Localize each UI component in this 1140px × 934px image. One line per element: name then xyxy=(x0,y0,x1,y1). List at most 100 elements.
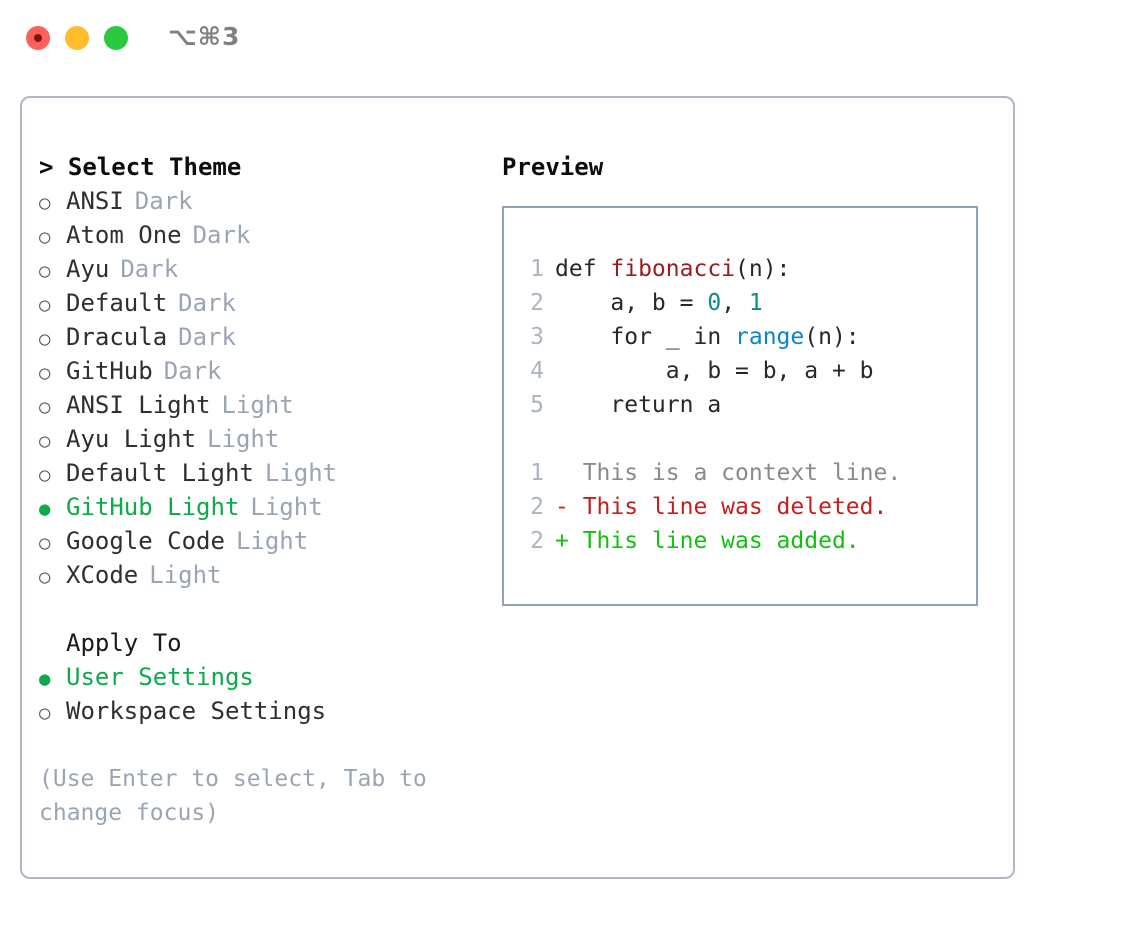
theme-option-label: Ayu Light xyxy=(66,425,197,453)
line-number: 2 xyxy=(530,528,544,554)
zoom-button[interactable] xyxy=(104,26,128,50)
title-bar: ⌥⌘3 xyxy=(0,0,1140,76)
theme-option-label: Google Code xyxy=(66,527,225,555)
code-blank-line xyxy=(516,422,901,456)
keyboard-shortcut-label: ⌥⌘3 xyxy=(168,22,241,51)
minimize-button[interactable] xyxy=(65,26,89,50)
diff-line-context: 1 This is a context line. xyxy=(516,456,901,490)
code-token-builtin: range xyxy=(735,324,805,350)
code-line: 1 def fibonacci(n): xyxy=(516,252,901,286)
code-line-text: def fibonacci(n): xyxy=(555,252,790,286)
code-line-text: return a xyxy=(555,388,721,422)
apply-to-section: Apply To ● User Settings ○Workspace Settin… xyxy=(39,626,489,728)
theme-option-label: Atom One xyxy=(66,221,182,249)
apply-to-option-workspace-settings[interactable]: ○Workspace Settings xyxy=(39,694,489,728)
theme-option-label: GitHub Light xyxy=(66,493,240,521)
code-token-plain: , xyxy=(721,290,749,316)
theme-option-dracula[interactable]: ○ Dracula Dark xyxy=(39,320,489,354)
theme-variant-badge: Dark xyxy=(178,289,236,317)
radio-unselected-icon: ○ xyxy=(39,532,51,554)
window-controls xyxy=(26,26,128,50)
line-number: 2 xyxy=(530,290,544,316)
theme-variant-badge: Dark xyxy=(163,357,222,385)
code-line: 5 return a xyxy=(516,388,901,422)
code-line-text: a, b = 0, 1 xyxy=(555,286,763,320)
radio-unselected-icon: ○ xyxy=(39,226,51,248)
theme-variant-badge: Light xyxy=(207,425,280,453)
close-button[interactable] xyxy=(26,26,50,50)
theme-option-label: XCode xyxy=(66,561,139,589)
theme-option-label: Default xyxy=(66,289,168,317)
theme-option-github[interactable]: ○ GitHub Dark xyxy=(39,354,489,388)
code-line: 3 for _ in range(n): xyxy=(516,320,901,354)
code-token-plain: (n): xyxy=(735,256,791,282)
line-number: 3 xyxy=(530,324,544,350)
code-line-text: a, b = b, a + b xyxy=(555,354,874,388)
radio-unselected-icon: ○ xyxy=(39,430,51,452)
theme-option-default[interactable]: ○ Default Dark xyxy=(39,286,489,320)
theme-option-label: ANSI xyxy=(66,187,124,215)
code-token-num: 1 xyxy=(748,290,763,316)
code-token-plain: for _ in xyxy=(555,324,736,350)
code-token-num: 0 xyxy=(707,290,722,316)
code-token-plain: def xyxy=(555,256,611,282)
page-title: > Select Theme xyxy=(39,153,242,181)
code-token-plain: (n): xyxy=(804,324,860,350)
radio-unselected-icon: ○ xyxy=(39,328,51,350)
apply-to-list[interactable]: ● User Settings ○Workspace Settings xyxy=(39,660,489,728)
diff-line-text: This is a context line. xyxy=(555,460,902,486)
line-number: 1 xyxy=(530,256,544,282)
diff-line-add: 2 + This line was added. xyxy=(516,524,901,558)
code-token-plain: return a xyxy=(555,392,722,418)
theme-variant-badge: Dark xyxy=(192,221,251,249)
line-number: 2 xyxy=(530,494,544,520)
radio-unselected-icon: ○ xyxy=(39,294,51,316)
radio-unselected-icon: ○ xyxy=(39,260,51,282)
theme-option-label: GitHub xyxy=(66,357,153,385)
theme-variant-badge: Light xyxy=(149,561,222,589)
code-token-plain: a, b = xyxy=(555,290,708,316)
theme-variant-badge: Light xyxy=(250,493,323,521)
line-number: 5 xyxy=(530,392,544,418)
radio-unselected-icon: ○ xyxy=(39,702,51,724)
diff-line-text: - This line was deleted. xyxy=(555,494,888,520)
apply-to-title: Apply To xyxy=(66,629,182,657)
radio-unselected-icon: ○ xyxy=(39,464,51,486)
line-number: 4 xyxy=(530,358,544,384)
theme-option-ayu-light[interactable]: ○ Ayu Light Light xyxy=(39,422,489,456)
radio-unselected-icon: ○ xyxy=(39,362,51,384)
apply-to-option-user-settings[interactable]: ● User Settings xyxy=(39,660,489,694)
preview-title: Preview xyxy=(502,153,604,181)
theme-variant-badge: Light xyxy=(264,459,338,487)
theme-option-label: Dracula xyxy=(66,323,168,351)
diff-line-del: 2 - This line was deleted. xyxy=(516,490,901,524)
theme-variant-badge: Light xyxy=(221,391,294,419)
code-line: 2 a, b = 0, 1 xyxy=(516,286,901,320)
radio-unselected-icon: ○ xyxy=(39,396,51,418)
line-number: 1 xyxy=(530,460,544,486)
theme-variant-badge: Dark xyxy=(178,323,236,351)
theme-option-atom-one[interactable]: ○ Atom One Dark xyxy=(39,218,489,252)
apply-to-option-label: User Settings xyxy=(66,663,254,691)
radio-selected-icon: ● xyxy=(39,668,51,690)
code-token-plain: a, b = b, a + b xyxy=(555,358,874,384)
code-token-fn: fibonacci xyxy=(610,256,736,282)
help-text: (Use Enter to select, Tab to change focu… xyxy=(39,766,427,826)
theme-option-label: Ayu xyxy=(66,255,110,283)
diff-line-text: + This line was added. xyxy=(555,528,860,554)
radio-unselected-icon: ○ xyxy=(39,192,51,214)
